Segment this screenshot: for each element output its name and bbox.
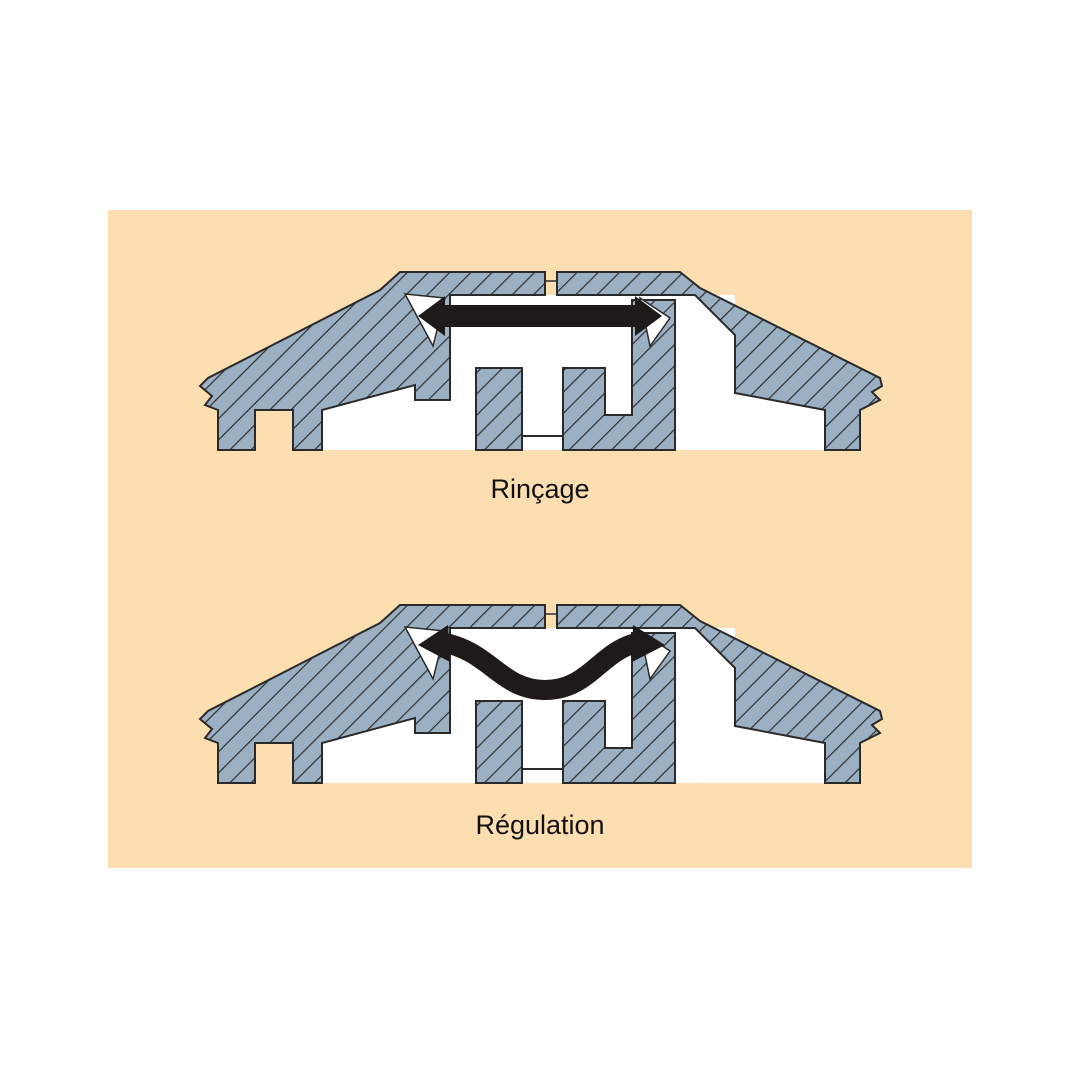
diagram-label-regulation: Régulation (475, 810, 605, 840)
valve-rincage (199, 271, 883, 451)
flow-arrow-curved-icon (418, 625, 665, 701)
diagram-label-rincage: Rinçage (490, 474, 590, 504)
flow-arrow-straight-icon (418, 296, 662, 336)
